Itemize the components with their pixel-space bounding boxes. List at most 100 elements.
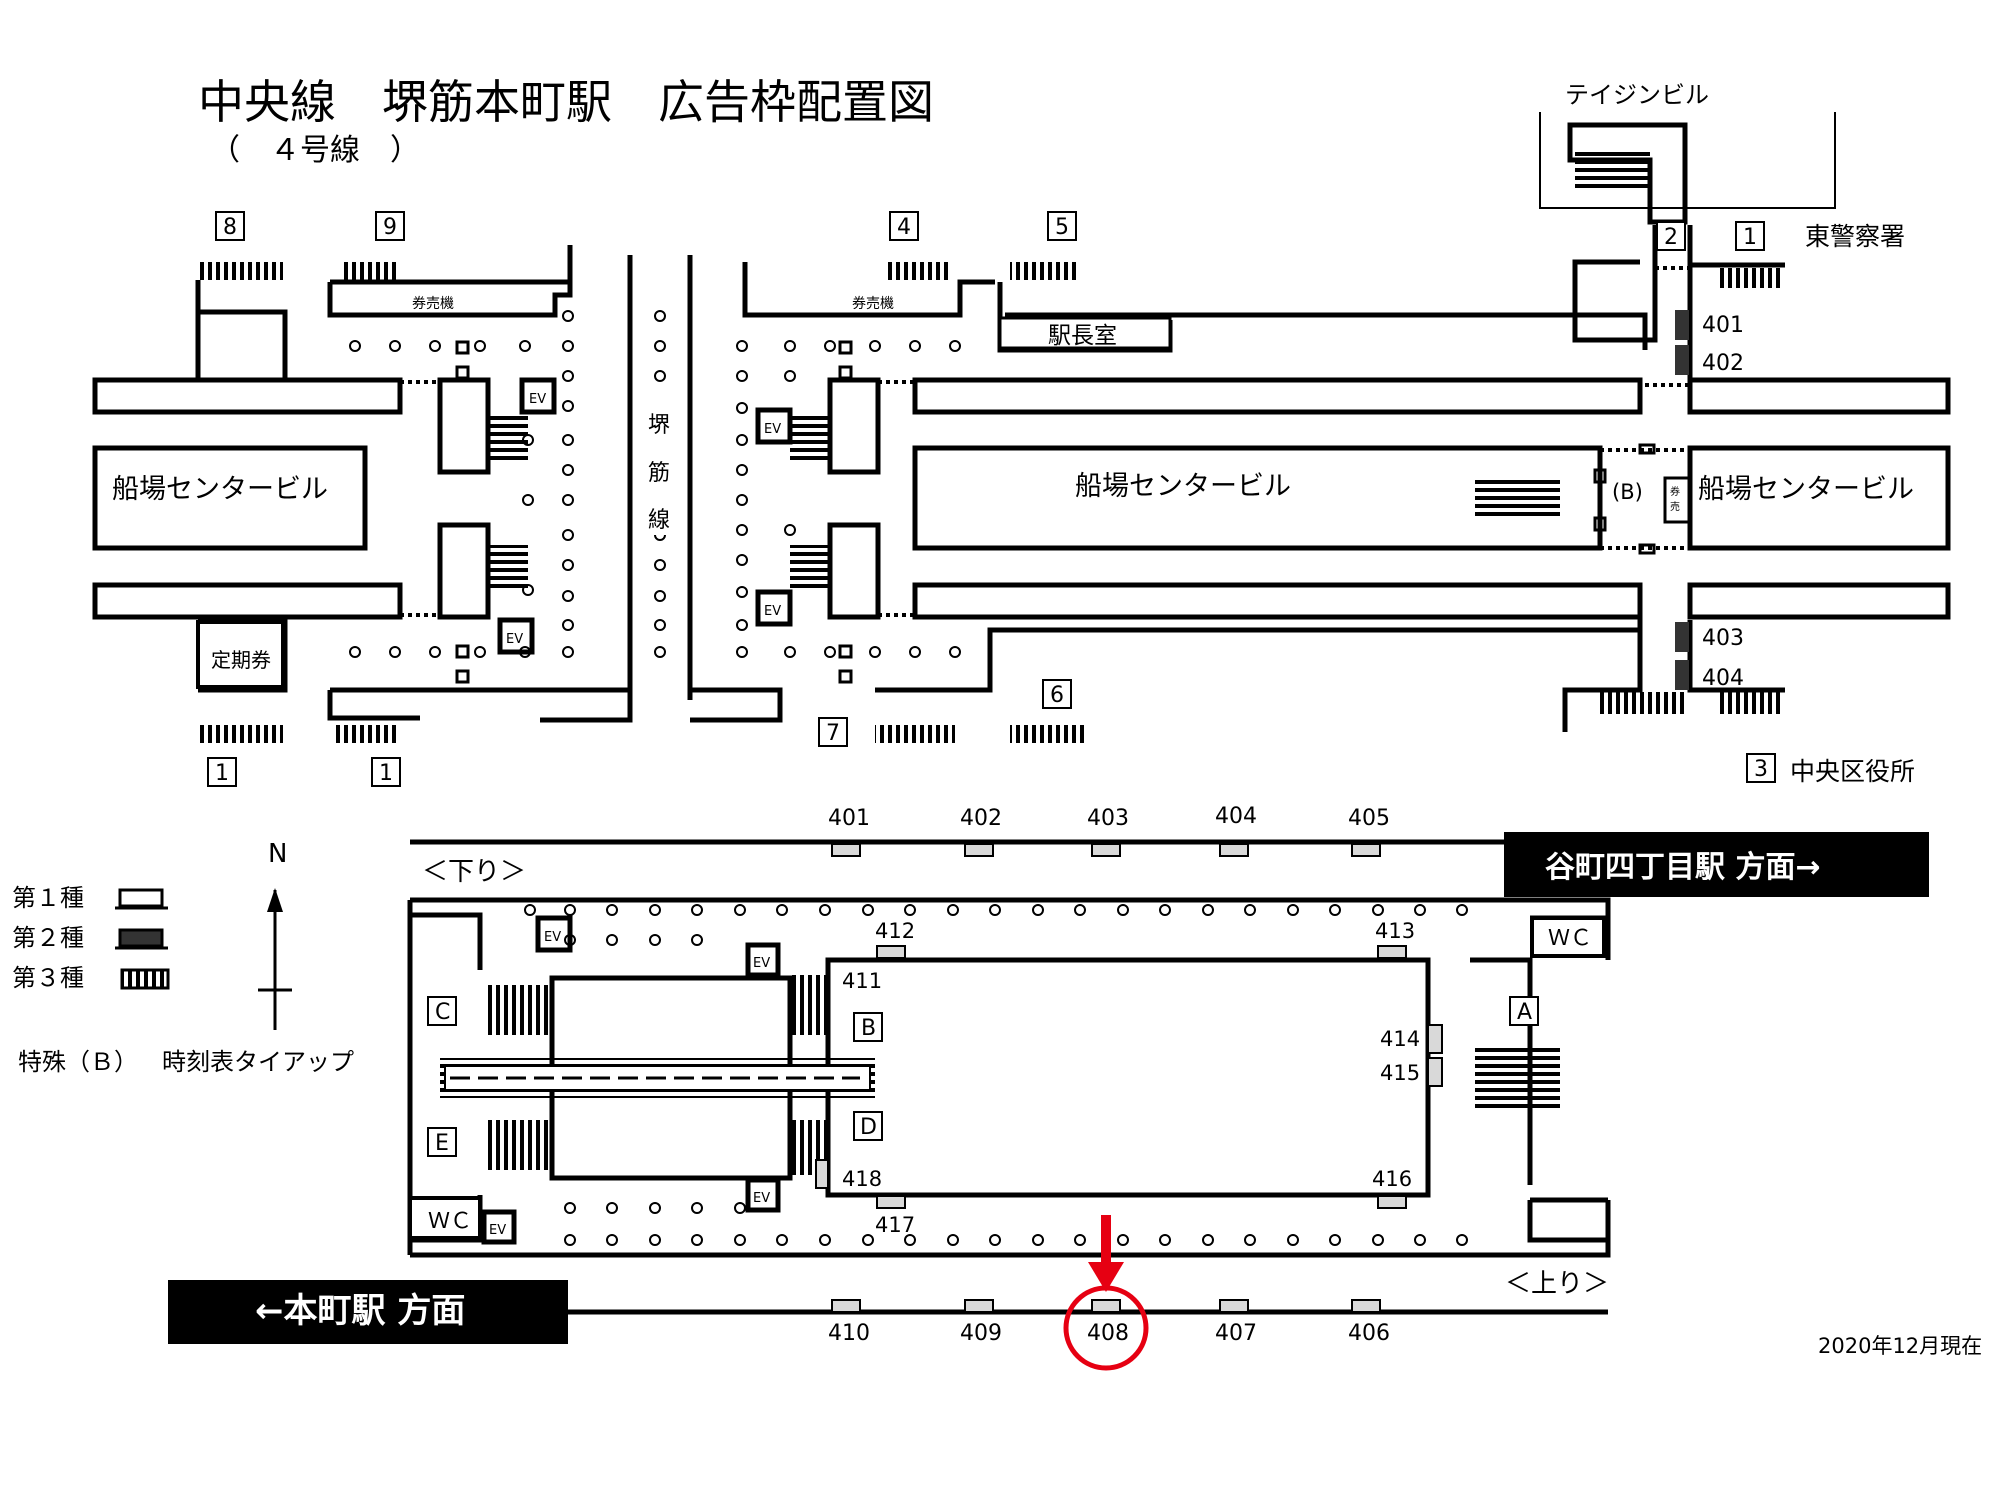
ticket-machine-west: 券売機 xyxy=(412,296,454,312)
stair-d: D xyxy=(860,1115,877,1140)
svg-text:EV: EV xyxy=(753,956,770,971)
svg-text:EV: EV xyxy=(529,392,546,407)
exit-8: 8 xyxy=(223,215,237,240)
legend-type2-swatch xyxy=(118,928,164,948)
svg-text:N: N xyxy=(268,839,287,869)
ticket-machine-east: 券売機 xyxy=(852,296,894,312)
ad-403: 403 xyxy=(1087,806,1129,831)
ad-409: 409 xyxy=(960,1321,1002,1346)
elevator-icon xyxy=(755,589,793,627)
concourse-columns xyxy=(349,310,961,658)
svg-text:EV: EV xyxy=(544,930,561,945)
wc-west: ＷＣ xyxy=(428,1209,472,1234)
up-track-ads xyxy=(831,1299,1381,1313)
date-note: 2020年12月現在 xyxy=(1818,1334,1982,1358)
stair-c: C xyxy=(435,1000,450,1025)
down-track-ads xyxy=(831,843,1381,857)
ticket-small-box xyxy=(1663,476,1692,524)
legend-special-label: 特殊（Ｂ） xyxy=(18,1048,138,1076)
higashi-police-label: 東警察署 xyxy=(1805,222,1905,251)
funaba-bldg-west: 船場センタービル xyxy=(112,474,328,505)
legend-type3-label: 第３種 xyxy=(12,964,84,992)
ad-412: 412 xyxy=(875,919,915,943)
ad-402-concourse: 402 xyxy=(1702,351,1744,376)
svg-text:EV: EV xyxy=(489,1223,506,1238)
svg-text:EV: EV xyxy=(764,604,781,619)
ad-408: 408 xyxy=(1087,1321,1129,1346)
north-arrow-icon: N xyxy=(258,839,292,1030)
funaba-bldg-east: 船場センタービル xyxy=(1698,474,1914,505)
ad-404: 404 xyxy=(1215,804,1257,829)
ad-415: 415 xyxy=(1380,1061,1420,1085)
tanimachi-banner xyxy=(1504,832,1929,897)
ad-401-concourse: 401 xyxy=(1702,313,1744,338)
elevator-icon xyxy=(535,915,573,953)
exit-2: 2 xyxy=(1664,225,1678,250)
station-master-office: 駅長室 xyxy=(1048,323,1117,349)
down-track-label: ＜下り＞ xyxy=(422,857,526,887)
exit-1-se: 1 xyxy=(379,761,393,786)
svg-text:EV: EV xyxy=(764,422,781,437)
exit-9: 9 xyxy=(383,215,397,240)
exit-4: 4 xyxy=(897,215,911,240)
elevator-icon xyxy=(745,942,781,978)
ad-407: 407 xyxy=(1215,1321,1257,1346)
ad-406: 406 xyxy=(1348,1321,1390,1346)
sakaisuji-line-label: 堺 筋 線 xyxy=(640,405,680,535)
wc-east: ＷＣ xyxy=(1548,926,1592,951)
chuo-ward-office-label: 中央区役所 xyxy=(1790,757,1915,786)
ad-402: 402 xyxy=(960,806,1002,831)
legend-type1-label: 第１種 xyxy=(12,884,84,912)
exit-1-sw: 1 xyxy=(215,761,229,786)
legend-type3-swatch xyxy=(120,968,170,990)
ad-418: 418 xyxy=(842,1167,882,1191)
commuter-pass-office: 定期券 xyxy=(211,648,271,672)
ad-413: 413 xyxy=(1375,919,1415,943)
elevator-icon xyxy=(481,1209,517,1245)
exit-5: 5 xyxy=(1055,215,1069,240)
ad-417: 417 xyxy=(875,1213,915,1237)
svg-text:線: 線 xyxy=(648,508,670,533)
platform-elevators: EV EV EV EV xyxy=(481,915,781,1245)
legend-type1-swatch xyxy=(118,888,164,908)
ad-404-concourse: 404 xyxy=(1702,666,1744,691)
platform-ads xyxy=(815,945,1443,1209)
svg-text:EV: EV xyxy=(753,1191,770,1206)
ticket-gates xyxy=(455,340,1656,684)
elevator-icon xyxy=(519,377,557,415)
ad-411: 411 xyxy=(842,969,882,993)
ad-403-concourse: 403 xyxy=(1702,626,1744,651)
svg-text:筋: 筋 xyxy=(648,461,670,486)
map-title: 中央線 堺筋本町駅 広告枠配置図 xyxy=(198,75,934,129)
stair-b: B xyxy=(861,1016,876,1041)
elevator-icon xyxy=(755,407,793,445)
ad-401: 401 xyxy=(828,806,870,831)
platform-stairs xyxy=(488,975,1560,1175)
honmachi-banner xyxy=(168,1280,568,1344)
up-track-label: ＜上り＞ xyxy=(1505,1269,1609,1299)
elevator-icon xyxy=(497,617,535,655)
exit-7: 7 xyxy=(826,721,840,746)
ticket-small-1: 券 xyxy=(1670,485,1680,498)
funaba-bldg-center: 船場センタービル xyxy=(1075,471,1291,502)
svg-text:堺: 堺 xyxy=(648,413,670,438)
exit-1-east: 1 xyxy=(1743,225,1757,250)
stair-e: E xyxy=(435,1131,449,1156)
stair-a: A xyxy=(1517,1000,1532,1025)
legend-type2-label: 第２種 xyxy=(12,924,84,952)
legend-special-desc: 時刻表タイアップ xyxy=(162,1048,354,1076)
svg-text:EV: EV xyxy=(506,632,523,647)
exit-boxes xyxy=(207,211,1776,787)
legend: 第１種 第２種 第３種 特殊（Ｂ） 時刻表タイアップ xyxy=(12,884,354,1076)
ad-414: 414 xyxy=(1380,1027,1420,1051)
concourse-stairs xyxy=(198,150,1780,743)
exit-6: 6 xyxy=(1050,683,1064,708)
ad-405: 405 xyxy=(1348,806,1390,831)
concourse-elevators: EV EV EV EV xyxy=(497,377,793,655)
map-subtitle: （ ４号線 ） xyxy=(210,133,420,168)
dir-tanimachi: 谷町四丁目駅 方面→ xyxy=(1545,850,1821,885)
dir-honmachi: ←本町駅 方面 xyxy=(255,1291,465,1331)
stair-letter-boxes xyxy=(427,996,1539,1157)
exit-3: 3 xyxy=(1754,757,1768,782)
